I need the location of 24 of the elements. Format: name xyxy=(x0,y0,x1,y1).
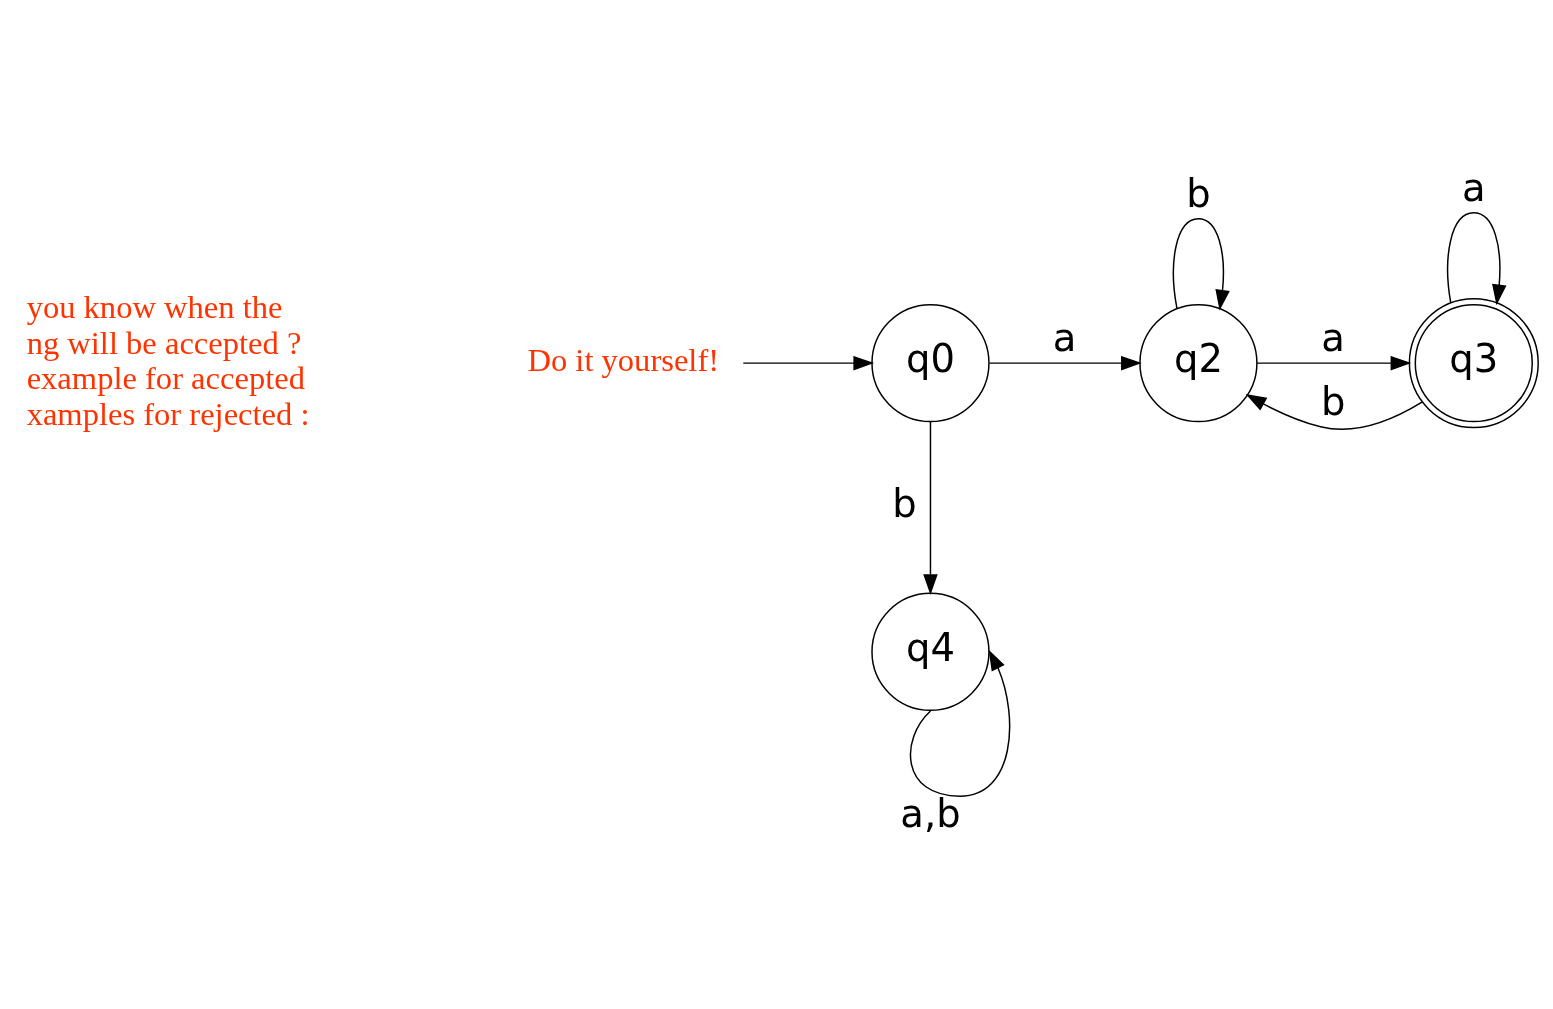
edge-label: a,b xyxy=(900,790,961,836)
arrow xyxy=(988,355,1142,371)
label: example for accepted xyxy=(26,360,305,397)
arrow xyxy=(923,420,938,595)
edge-label: b xyxy=(892,480,917,526)
arrow xyxy=(1172,218,1230,311)
arrow xyxy=(1245,394,1424,430)
label: you know when the xyxy=(26,289,283,326)
edge-label: b xyxy=(1320,378,1346,424)
node-circle: q3 xyxy=(1408,298,1539,429)
node-circle: q2 xyxy=(1139,303,1258,423)
edge-label: a xyxy=(1321,314,1345,360)
arrow xyxy=(1446,212,1507,306)
node-text: Do it yourself! xyxy=(527,342,720,379)
node-circle: q4 xyxy=(871,592,990,711)
arrow xyxy=(742,355,875,371)
edge-label: a xyxy=(1461,164,1486,210)
node-circle: q0 xyxy=(871,303,990,423)
edge-label: a xyxy=(1052,314,1077,360)
label: ng will be accepted ? xyxy=(26,324,302,361)
arrow xyxy=(909,649,1011,797)
arrow xyxy=(1256,355,1412,371)
label: xamples for rejected : xyxy=(26,395,310,432)
edge-label: b xyxy=(1186,170,1211,216)
